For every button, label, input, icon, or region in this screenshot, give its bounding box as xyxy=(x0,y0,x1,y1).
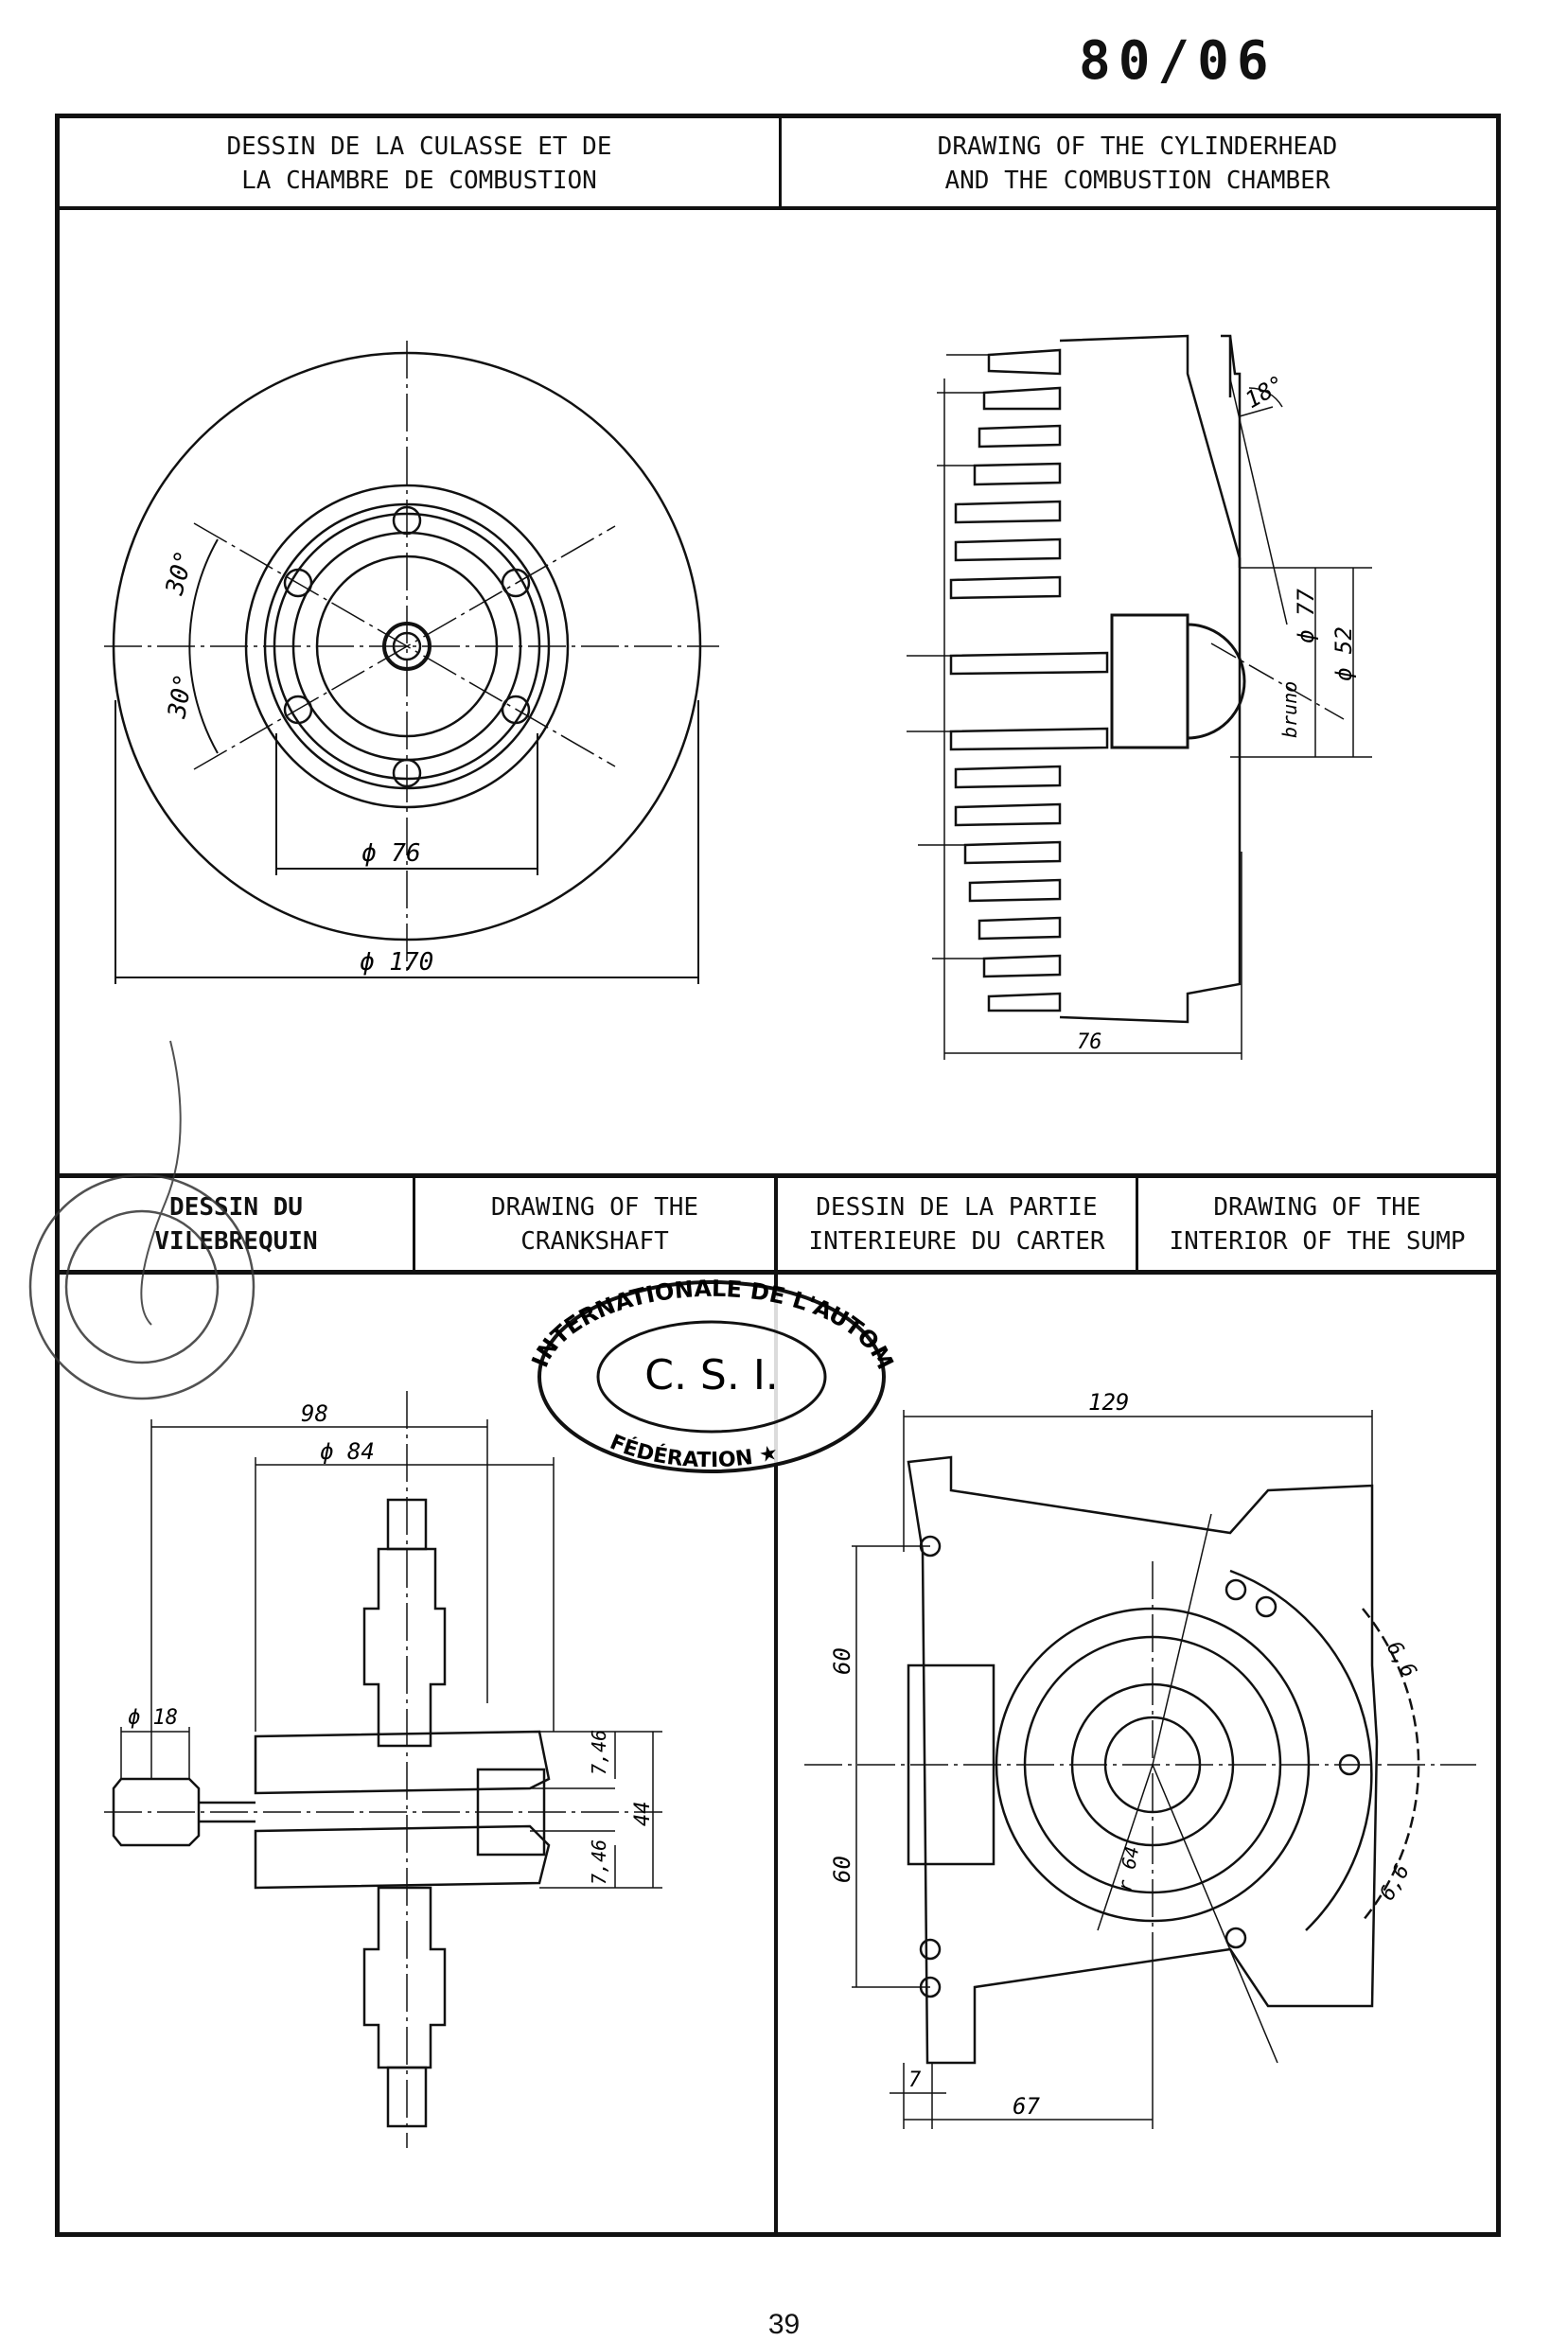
header-crankshaft-fr: DESSIN DU VILEBREQUIN xyxy=(154,1192,318,1256)
header-cylinderhead-en: DRAWING OF THE CYLINDERHEAD AND THE COMB… xyxy=(937,132,1338,195)
dim-length-76: 76 xyxy=(1077,1030,1102,1054)
header-crankshaft-en: DRAWING OF THE CRANKSHAFT xyxy=(490,1192,699,1256)
divider xyxy=(60,206,1498,210)
csi-ring-text-top: INTERNATIONALE DE L'AUTOMOBILE xyxy=(0,0,899,1374)
csi-stamp-center: C. S. I. xyxy=(644,1351,779,1399)
dim-height-60-top: 60 xyxy=(829,1647,855,1675)
dim-diameter-77: ϕ 77 xyxy=(1293,589,1319,643)
divider xyxy=(60,1173,1498,1178)
dim-length-129: 129 xyxy=(1088,1389,1129,1416)
document-number: 80/06 xyxy=(1079,30,1277,92)
divider xyxy=(60,1270,1498,1275)
dim-height-60-bottom: 60 xyxy=(829,1856,855,1883)
header-cylinderhead-fr: DESSIN DE LA CULASSE ET DE LA CHAMBRE DE… xyxy=(226,132,612,195)
divider xyxy=(779,118,782,208)
divider xyxy=(774,1175,778,2233)
dim-length-67: 67 xyxy=(1013,2093,1040,2120)
divider xyxy=(1136,1175,1138,1272)
dim-diameter-84: ϕ 84 xyxy=(320,1438,375,1465)
dim-length-98: 98 xyxy=(301,1400,328,1427)
page-number: 39 xyxy=(767,2309,801,2340)
dim-diameter-52: ϕ 52 xyxy=(1330,626,1357,681)
dim-label-bruno: bruno xyxy=(1278,681,1301,738)
header-sump-fr: DESSIN DE LA PARTIE INTERIEURE DU CARTER xyxy=(808,1192,1105,1256)
drawing-frame xyxy=(55,114,1501,2237)
dim-length-44: 44 xyxy=(631,1802,655,1827)
divider xyxy=(413,1175,415,1272)
dim-diameter-170: ϕ 170 xyxy=(360,948,433,977)
dim-web-746-bottom: 7,46 xyxy=(588,1839,610,1885)
dim-web-746-top: 7,46 xyxy=(588,1730,610,1775)
dim-diameter-76: ϕ 76 xyxy=(361,839,421,868)
header-sump-en: DRAWING OF THE INTERIOR OF THE SUMP xyxy=(1169,1192,1466,1256)
dim-length-7: 7 xyxy=(908,2068,922,2092)
dim-diameter-18: ϕ 18 xyxy=(128,1706,178,1730)
